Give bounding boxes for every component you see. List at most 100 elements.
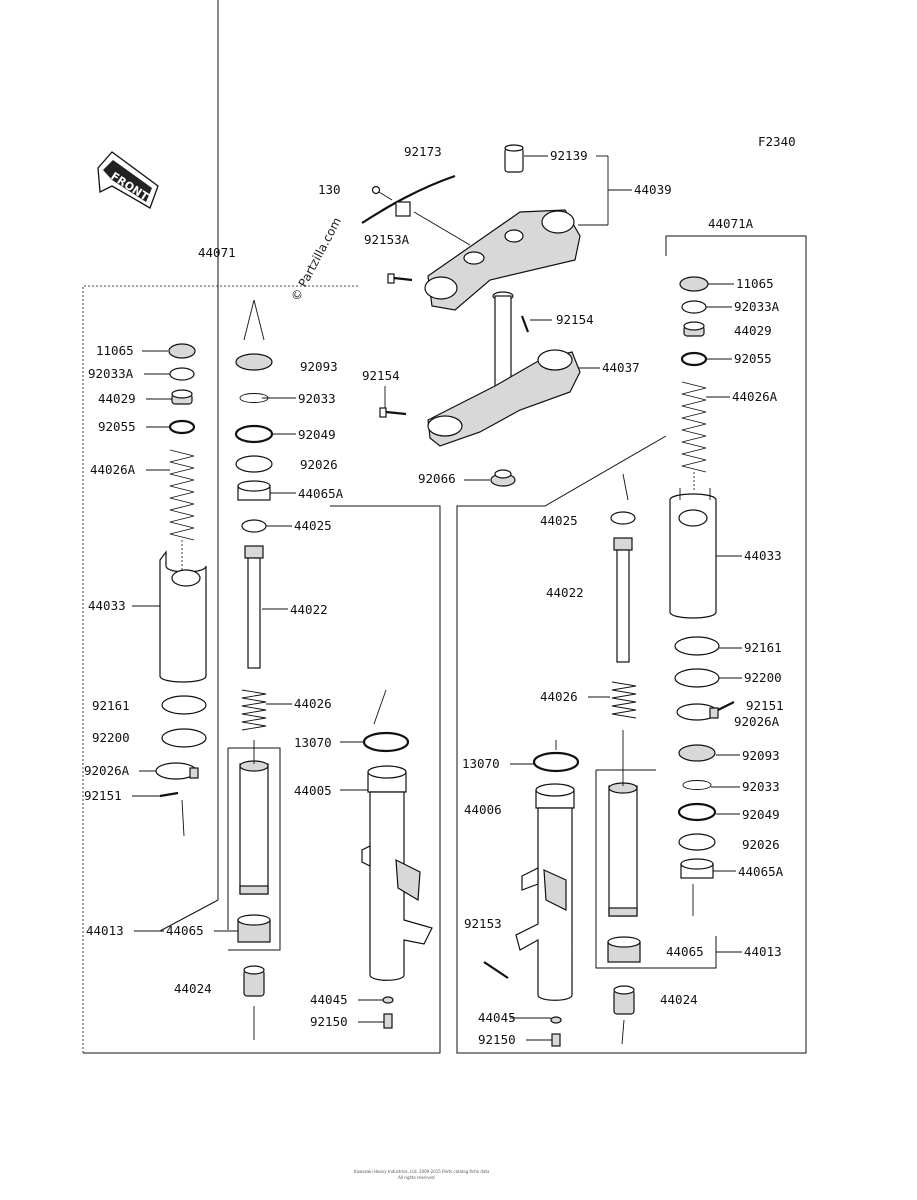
- wire-guide-92173: [361, 174, 456, 224]
- left-label-44045: 44045: [310, 992, 348, 1007]
- right-label-44026A: 44026A: [732, 389, 778, 404]
- left-label-92200: 92200: [92, 730, 130, 745]
- left-label-44033: 44033: [88, 598, 126, 613]
- right-fork-assembly: 44071A: [456, 216, 807, 1054]
- left-label-92093: 92093: [300, 359, 338, 374]
- washer-92026: [235, 455, 273, 473]
- outer-tube-44005: [361, 765, 433, 981]
- left-fork-assembly: 44071: [82, 0, 441, 1054]
- footer-line1: Kawasaki Heavy Industries, Ltd. 2009-201…: [354, 1169, 490, 1174]
- guide-bracket: [395, 201, 411, 217]
- r-washer-92026: [678, 833, 716, 851]
- outer-tube-44006: [515, 783, 575, 1001]
- right-label-11065: 11065: [736, 276, 774, 291]
- r-washer-44045: [550, 1016, 562, 1024]
- bolt-92154-upper: [520, 315, 530, 333]
- right-label-44025: 44025: [540, 513, 578, 528]
- clamp-92026A: [155, 762, 199, 780]
- left-label-92026: 92026: [300, 457, 338, 472]
- right-label-92150: 92150: [478, 1032, 516, 1047]
- left-label-13070: 13070: [294, 735, 332, 750]
- steering-stem-group: [361, 144, 581, 487]
- adjuster-44029: [171, 389, 193, 405]
- left-label-44025: 44025: [294, 518, 332, 533]
- washer-44045: [382, 996, 394, 1004]
- label-92066: 92066: [418, 471, 456, 486]
- right-label-44013: 44013: [744, 944, 782, 959]
- o-ring-92055: [168, 419, 196, 435]
- ring-92200: [161, 728, 207, 748]
- bolt-92150: [383, 1013, 393, 1029]
- right-label-44024: 44024: [660, 992, 698, 1007]
- r-piston-44024: [613, 985, 635, 1015]
- piston-44024: [243, 965, 265, 997]
- watermark-text: © Partzilla.com: [288, 215, 344, 303]
- r-washer-92161: [674, 636, 720, 656]
- label-92154-lower: 92154: [362, 368, 400, 383]
- r-o-ring-92055: [680, 351, 708, 367]
- r-bolt-92153: [483, 961, 509, 979]
- spring-44026A: [169, 449, 195, 541]
- right-label-13070: 13070: [462, 756, 500, 771]
- right-label-92093: 92093: [742, 748, 780, 763]
- label-92139: 92139: [550, 148, 588, 163]
- left-assembly-label: 44071: [198, 245, 236, 260]
- left-label-44022: 44022: [290, 602, 328, 617]
- screw-92151: [159, 791, 179, 798]
- nut-92066: [490, 469, 516, 487]
- r-cylinder-44022: [613, 537, 633, 663]
- o-ring-92033A: [169, 367, 195, 381]
- right-label-92026: 92026: [742, 837, 780, 852]
- right-label-92153: 92153: [464, 916, 502, 931]
- washer-92161: [161, 695, 207, 715]
- right-label-92033: 92033: [742, 779, 780, 794]
- r-ring-44025: [610, 511, 636, 525]
- r-seal-92049: [677, 802, 717, 822]
- inner-tube: [239, 760, 269, 895]
- top-labels: 92173 92139 130 44039 92153A 92154 92154…: [318, 144, 672, 486]
- label-44039: 44039: [634, 182, 672, 197]
- r-o-ring-13070: [532, 751, 580, 773]
- seal-92093: [235, 353, 273, 371]
- figure-code: F2340: [758, 134, 796, 149]
- right-label-44029: 44029: [734, 323, 772, 338]
- right-label-92161: 92161: [744, 640, 782, 655]
- left-label-44026: 44026: [294, 696, 332, 711]
- label-92173: 92173: [404, 144, 442, 159]
- right-label-44006: 44006: [464, 802, 502, 817]
- right-label-44022: 44022: [546, 585, 584, 600]
- label-44037: 44037: [602, 360, 640, 375]
- bolt-130: [371, 185, 393, 201]
- r-spring-44026: [611, 681, 637, 719]
- r-ring-92033: [682, 780, 712, 790]
- left-label-92026A: 92026A: [84, 763, 130, 778]
- bushing-44065A: [237, 480, 271, 501]
- right-label-92200: 92200: [744, 670, 782, 685]
- label-130: 130: [318, 182, 341, 197]
- right-label-44045: 44045: [478, 1010, 516, 1025]
- left-label-44005: 44005: [294, 783, 332, 798]
- bolt-92154-lower: [379, 407, 407, 418]
- right-label-44026: 44026: [540, 689, 578, 704]
- r-bolt-92150: [551, 1033, 561, 1047]
- r-cap-11065: [679, 276, 709, 292]
- r-adjuster-44029: [683, 321, 705, 337]
- right-label-92026A: 92026A: [734, 714, 780, 729]
- footer-line2: All rights reserved: [398, 1175, 435, 1180]
- spring-44026: [241, 689, 267, 731]
- right-label-44065A: 44065A: [738, 864, 784, 879]
- lower-bracket-44037: [427, 349, 581, 447]
- upper-bracket-44039: [424, 209, 581, 311]
- o-ring-13070: [362, 731, 410, 753]
- label-92154-upper: 92154: [556, 312, 594, 327]
- r-seal-92093: [678, 744, 716, 762]
- r-screw-92151: [717, 701, 735, 711]
- left-label-92055: 92055: [98, 419, 136, 434]
- right-label-92151: 92151: [746, 698, 784, 713]
- left-label-92033: 92033: [298, 391, 336, 406]
- right-label-92055: 92055: [734, 351, 772, 366]
- left-label-44013: 44013: [86, 923, 124, 938]
- left-label-44065: 44065: [166, 923, 204, 938]
- r-spring-44026A: [681, 381, 707, 473]
